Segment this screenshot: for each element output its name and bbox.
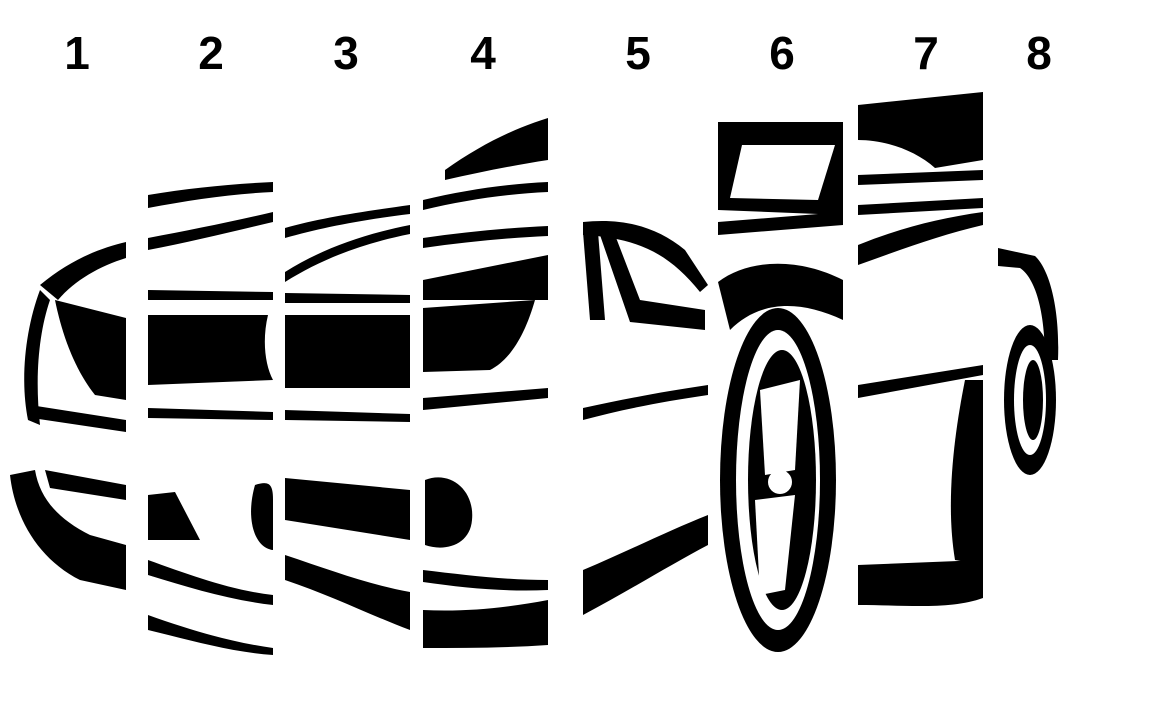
- car-strip-5: [583, 220, 708, 615]
- car-strip-6: [718, 122, 843, 652]
- car-strip-4: [423, 118, 548, 648]
- car-strip-8: [998, 248, 1059, 475]
- strip-number-4: 4: [470, 27, 496, 79]
- car-strip-1: [10, 242, 126, 590]
- strip-number-7: 7: [913, 27, 939, 79]
- car-strip-3: [285, 205, 410, 630]
- strip-number-6: 6: [769, 27, 795, 79]
- strip-number-3: 3: [333, 27, 359, 79]
- car-strip-7: [858, 92, 983, 607]
- strip-number-2: 2: [198, 27, 224, 79]
- strip-number-8: 8: [1026, 27, 1052, 79]
- strip-number-1: 1: [64, 27, 90, 79]
- car-strip-2: [148, 182, 273, 655]
- strip-number-5: 5: [625, 27, 651, 79]
